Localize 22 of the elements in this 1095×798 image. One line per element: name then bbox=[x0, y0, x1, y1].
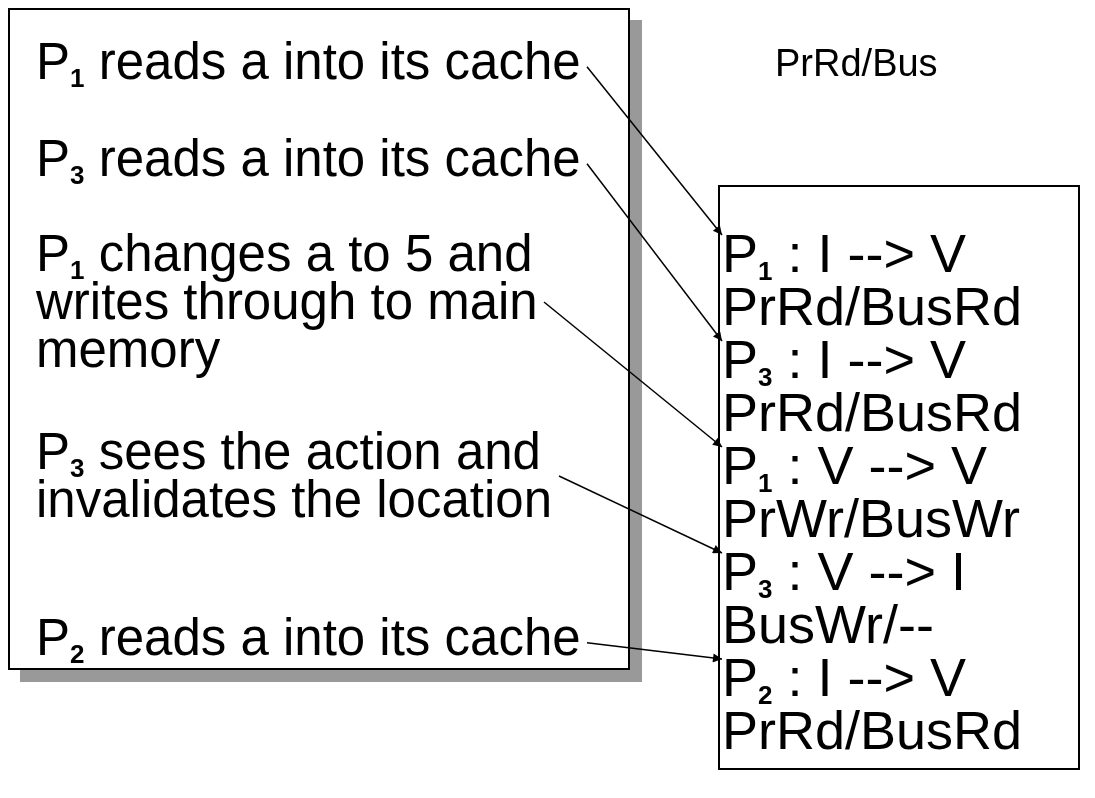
state-transition: P$_{1}$ : V --> V bbox=[722, 439, 989, 492]
bus-action: PrWr/BusWr bbox=[722, 492, 1020, 545]
arrow bbox=[586, 163, 723, 342]
state-transition: P$_{1}$ : I --> V bbox=[722, 227, 968, 280]
transition-label: PrRd/Bus bbox=[775, 42, 938, 85]
state-transition: P$_{3}$ : V --> I bbox=[722, 545, 967, 598]
text-box bbox=[8, 8, 630, 670]
bus-action: BusWr/-- bbox=[722, 598, 935, 651]
state-transition: P$_{3}$ : I --> V bbox=[722, 333, 968, 386]
bus-action: PrRd/BusRd bbox=[722, 704, 1023, 757]
state-transition: P$_{2}$ : I --> V bbox=[722, 651, 968, 704]
arrow bbox=[543, 301, 723, 448]
bus-action: PrRd/BusRd bbox=[722, 280, 1023, 333]
step-text: P$_{3}$ reads a into its cache bbox=[36, 135, 583, 183]
arrow bbox=[586, 642, 723, 663]
bus-action: PrRd/BusRd bbox=[722, 386, 1023, 439]
step-text: P$_{1}$ reads a into its cache bbox=[36, 38, 583, 86]
step-text: P$_{3}$ sees the action and invalidates the location bbox=[36, 428, 555, 524]
arrow bbox=[558, 475, 723, 554]
text-box bbox=[718, 185, 1080, 770]
step-text: P$_{2}$ reads a into its cache bbox=[36, 614, 583, 662]
arrow bbox=[586, 66, 723, 236]
